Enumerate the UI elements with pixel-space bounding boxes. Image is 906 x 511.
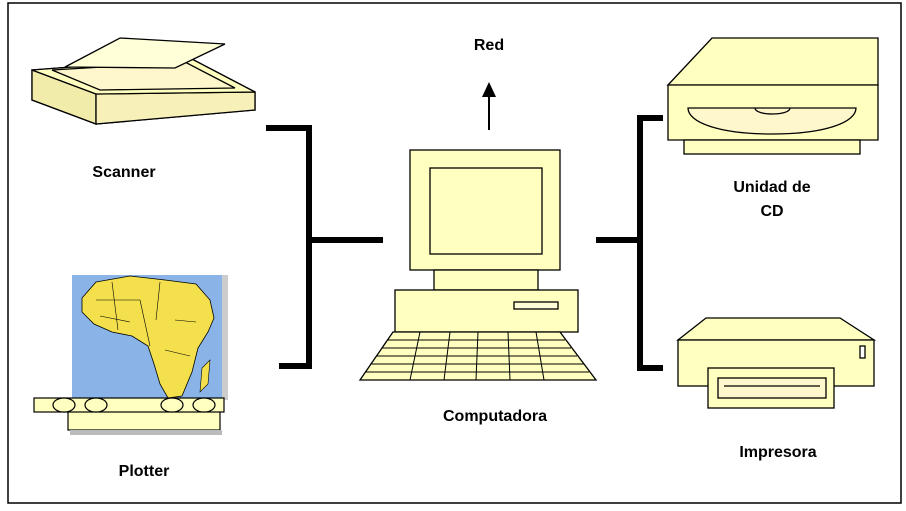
diagram-frame <box>7 2 902 504</box>
cd-drive-label-line2: CD <box>760 203 783 220</box>
left-bracket-connector <box>266 125 383 369</box>
scanner-label: Scanner <box>92 164 155 181</box>
plotter-icon <box>33 275 228 435</box>
cd-drive-icon <box>666 37 879 155</box>
network-label: Red <box>474 37 504 54</box>
computer-label: Computadora <box>443 408 547 425</box>
computer-icon <box>358 149 598 381</box>
arrow-up-icon <box>482 82 496 130</box>
plotter-label: Plotter <box>119 463 170 480</box>
printer-icon <box>676 317 877 409</box>
cd-drive-label-line1: Unidad de <box>733 179 810 196</box>
printer-label: Impresora <box>739 444 816 461</box>
right-bracket-connector <box>596 115 663 371</box>
scanner-icon <box>31 37 256 125</box>
